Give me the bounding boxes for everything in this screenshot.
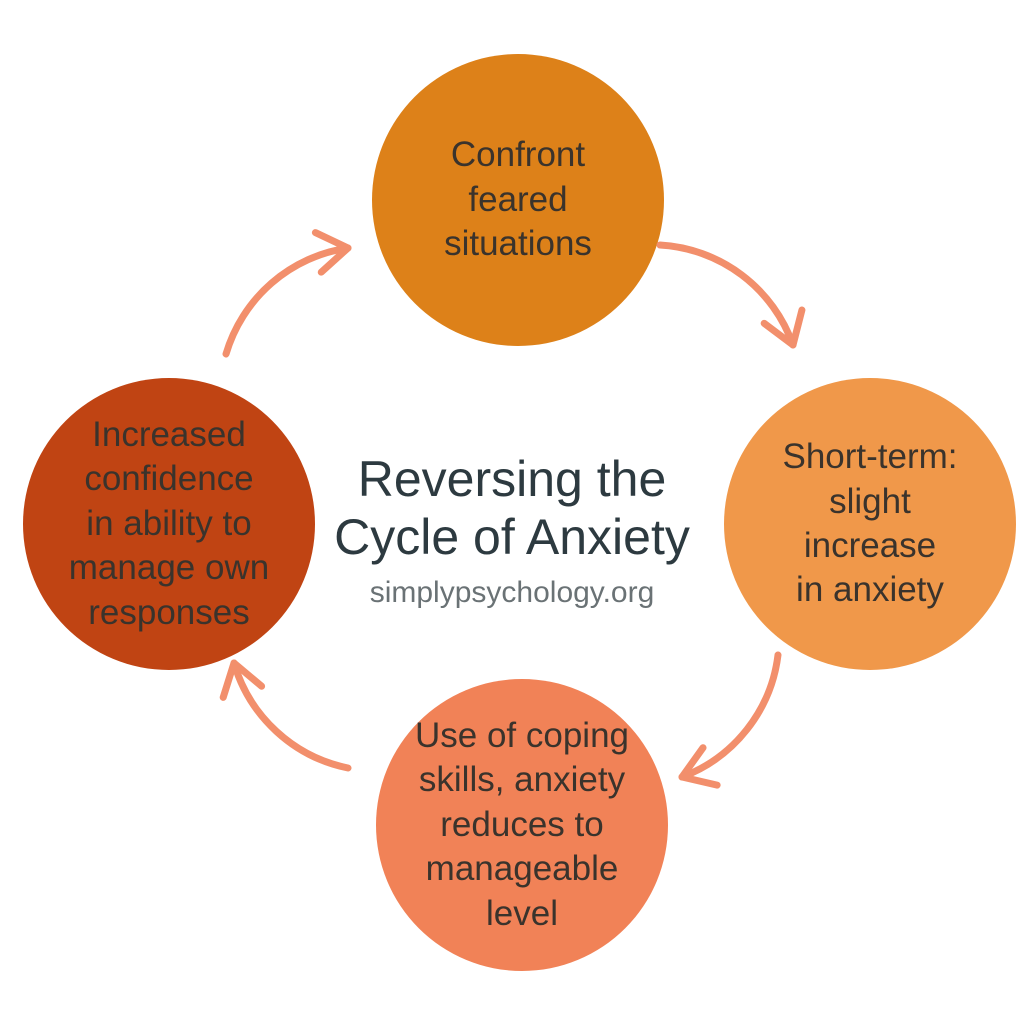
node-circle-confront — [372, 54, 664, 346]
arrow-top-to-right-icon — [656, 241, 806, 349]
arrow-left-to-top-icon — [222, 229, 352, 358]
diagram-title: Reversing the Cycle of Anxiety — [334, 451, 690, 565]
cycle-arrows — [219, 229, 806, 789]
arrow-bottom-to-left-icon — [219, 659, 352, 772]
node-circle-coping — [376, 679, 668, 971]
source-site-label: simplypsychology.org — [369, 576, 655, 609]
arrow-right-to-bottom-icon — [678, 651, 782, 789]
diagram-title-block: Reversing the Cycle of Anxiety simplypsy… — [262, 450, 762, 610]
node-circle-confidence — [23, 378, 315, 670]
node-circle-short-term — [724, 378, 1016, 670]
